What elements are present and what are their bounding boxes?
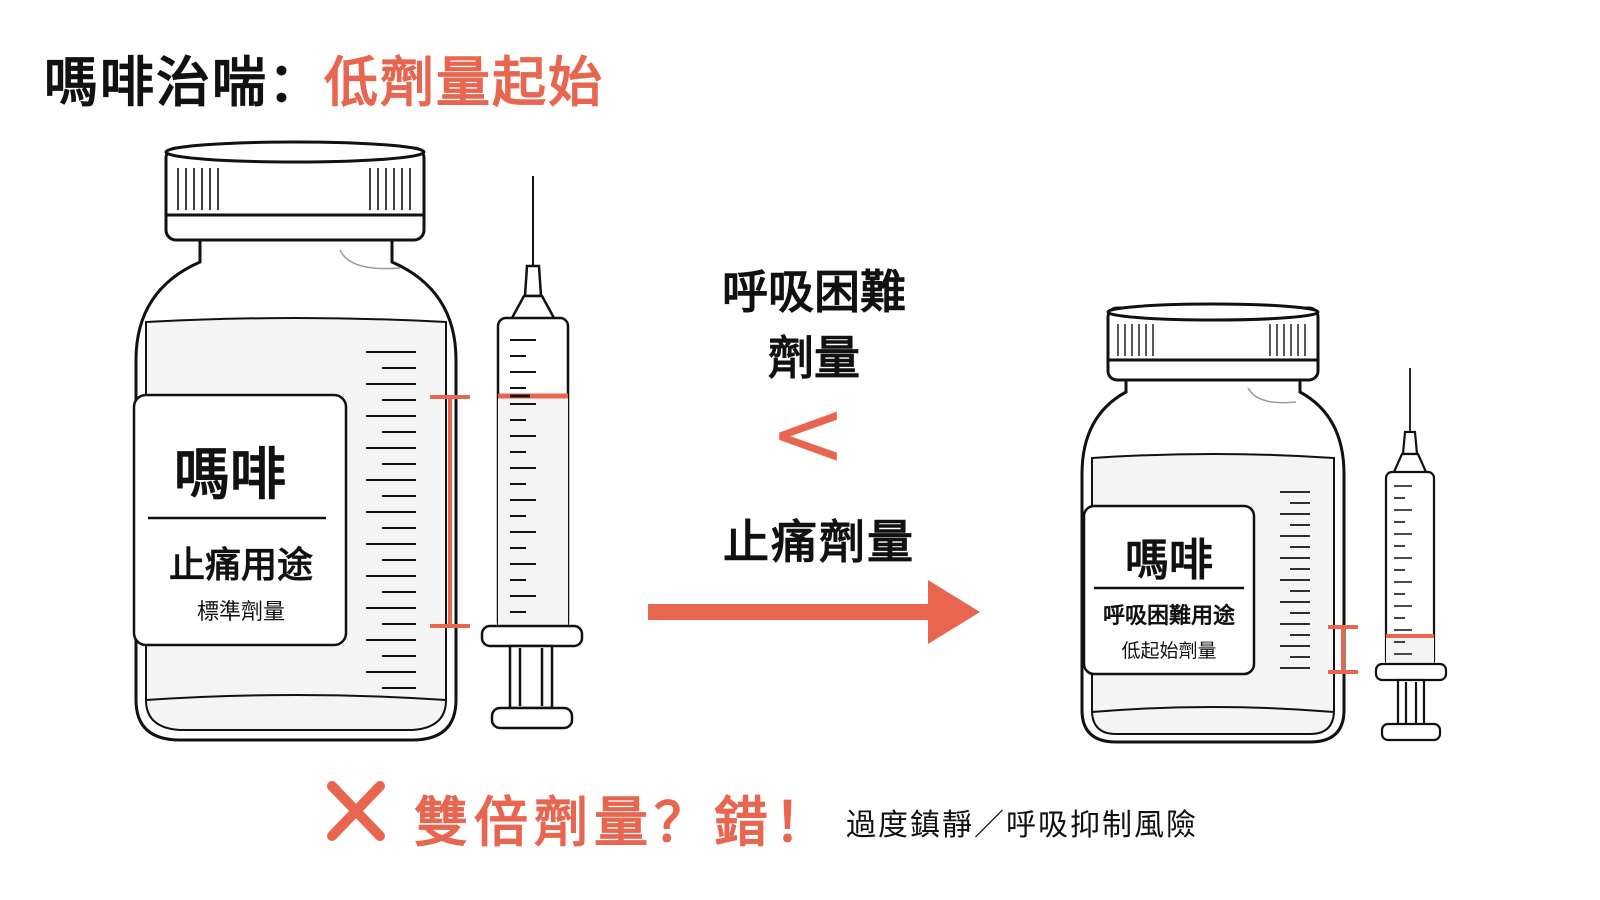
large-label-dose: 標準劑量 xyxy=(196,600,285,625)
warning-text: 雙倍劑量？錯！ xyxy=(414,791,834,854)
large-morphine-bottle xyxy=(132,140,458,742)
small-syringe-ticks xyxy=(1394,485,1412,655)
comparison-top-line2: 劑量 xyxy=(768,331,860,385)
large-cap-ridges xyxy=(177,168,411,210)
transition-arrow xyxy=(648,580,980,644)
large-label-use: 止痛用途 xyxy=(168,545,313,586)
small-label-drug-name: 嗎啡 xyxy=(1125,535,1213,586)
large-syringe-ticks xyxy=(510,339,536,613)
small-label-dose: 低起始劑量 xyxy=(1121,640,1217,662)
large-bottle-scale xyxy=(366,351,416,689)
title-main: 嗎啡治喘： xyxy=(44,51,324,114)
small-morphine-bottle xyxy=(1080,302,1346,744)
large-bottle-label xyxy=(132,393,348,647)
small-syringe-plunger xyxy=(1396,678,1426,728)
comparison-top-line1: 呼吸困難 xyxy=(722,265,906,319)
small-syringe xyxy=(1374,368,1448,742)
small-bottle-scale xyxy=(1280,491,1310,669)
title-highlight: 低劑量起始 xyxy=(324,51,604,114)
large-syringe xyxy=(480,176,584,730)
wrong-x-icon xyxy=(327,781,385,841)
comparison-bottom: 止痛劑量 xyxy=(723,515,915,569)
page-title: 嗎啡治喘：低劑量起始 xyxy=(44,38,604,117)
small-cap-ridges xyxy=(1117,324,1306,356)
small-label-use: 呼吸困難用途 xyxy=(1102,604,1235,629)
large-label-drug-name: 嗎啡 xyxy=(174,443,286,508)
large-dose-bracket xyxy=(430,395,470,628)
small-dose-bracket xyxy=(1328,625,1358,674)
small-bottle-label xyxy=(1082,504,1256,676)
large-syringe-plunger xyxy=(508,644,554,710)
comparison-less-than: < xyxy=(769,380,847,487)
warning-note: 過度鎮靜／呼吸抑制風險 xyxy=(846,808,1198,843)
